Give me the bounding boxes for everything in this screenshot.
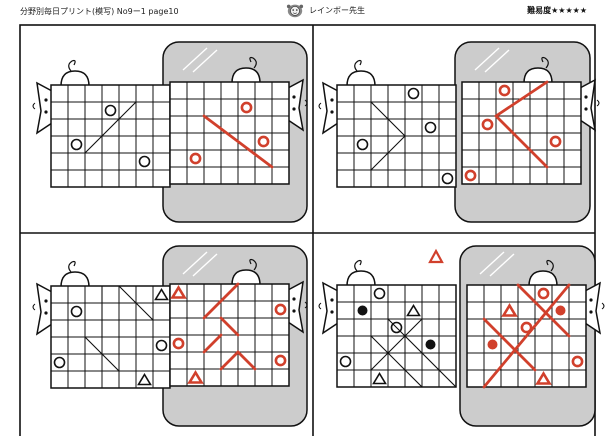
problem-grid	[337, 85, 456, 187]
dot-mark	[426, 340, 436, 350]
dot-mark	[358, 306, 368, 316]
problem-grid	[51, 286, 170, 388]
answer-grid	[170, 284, 289, 386]
dot-mark	[488, 340, 498, 350]
puzzle-2	[319, 42, 599, 222]
problem-grid	[337, 285, 456, 387]
answer-grid	[170, 82, 289, 184]
puzzle-4	[319, 246, 604, 426]
triangle-mark	[430, 251, 442, 262]
answer-grid	[462, 82, 581, 184]
puzzle-3	[33, 246, 307, 426]
puzzle-1	[33, 42, 307, 222]
problem-grid	[51, 85, 170, 187]
dot-mark	[556, 306, 566, 316]
